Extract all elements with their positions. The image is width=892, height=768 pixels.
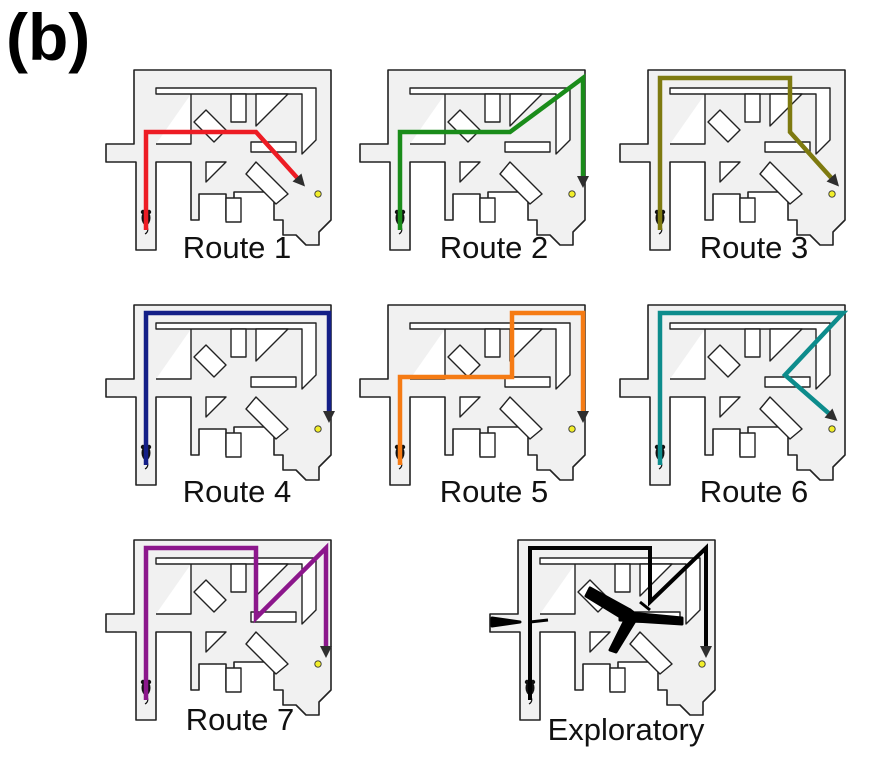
arrow-head-icon xyxy=(577,176,589,188)
route-line xyxy=(397,310,586,465)
arrow-head-icon xyxy=(824,408,838,421)
arrow-head-icon xyxy=(292,173,306,187)
route-line xyxy=(657,310,849,465)
panel-label: (b) xyxy=(6,0,91,74)
food-dot-icon xyxy=(568,190,576,198)
food-dot-icon xyxy=(828,190,836,198)
route-line xyxy=(397,73,586,230)
maze-3 xyxy=(619,69,846,251)
maze-7 xyxy=(105,539,332,721)
route-line xyxy=(143,310,332,465)
arrow-head-icon xyxy=(577,411,589,423)
route-line xyxy=(528,543,708,700)
arrow-head-icon xyxy=(700,646,712,658)
food-dot-icon xyxy=(314,425,322,433)
route-line xyxy=(143,129,303,230)
maze-6 xyxy=(619,304,849,486)
food-dot-icon xyxy=(828,425,836,433)
food-dot-icon xyxy=(314,660,322,668)
route-7-caption: Route 7 xyxy=(186,702,295,737)
route-5-caption: Route 5 xyxy=(440,474,549,509)
route-3-caption: Route 3 xyxy=(700,230,809,265)
arrow-head-icon xyxy=(323,411,335,423)
route-6-caption: Route 6 xyxy=(700,474,809,509)
arrow-head-icon xyxy=(826,173,840,187)
exploratory-caption: Exploratory xyxy=(548,712,705,747)
route-2-caption: Route 2 xyxy=(440,230,549,265)
route-4-caption: Route 4 xyxy=(183,474,292,509)
maze-5 xyxy=(359,304,589,486)
route-line xyxy=(143,542,329,700)
food-dot-icon xyxy=(314,190,322,198)
maze-4 xyxy=(105,304,335,486)
route-1-caption: Route 1 xyxy=(183,230,292,265)
food-dot-icon xyxy=(568,425,576,433)
route-line xyxy=(657,75,837,230)
maze-1 xyxy=(105,69,332,251)
maze-2 xyxy=(359,69,589,251)
arrow-head-icon xyxy=(320,646,332,658)
food-dot-icon xyxy=(698,660,706,668)
maze-8 xyxy=(489,539,716,721)
exploration-excursions xyxy=(490,586,684,654)
